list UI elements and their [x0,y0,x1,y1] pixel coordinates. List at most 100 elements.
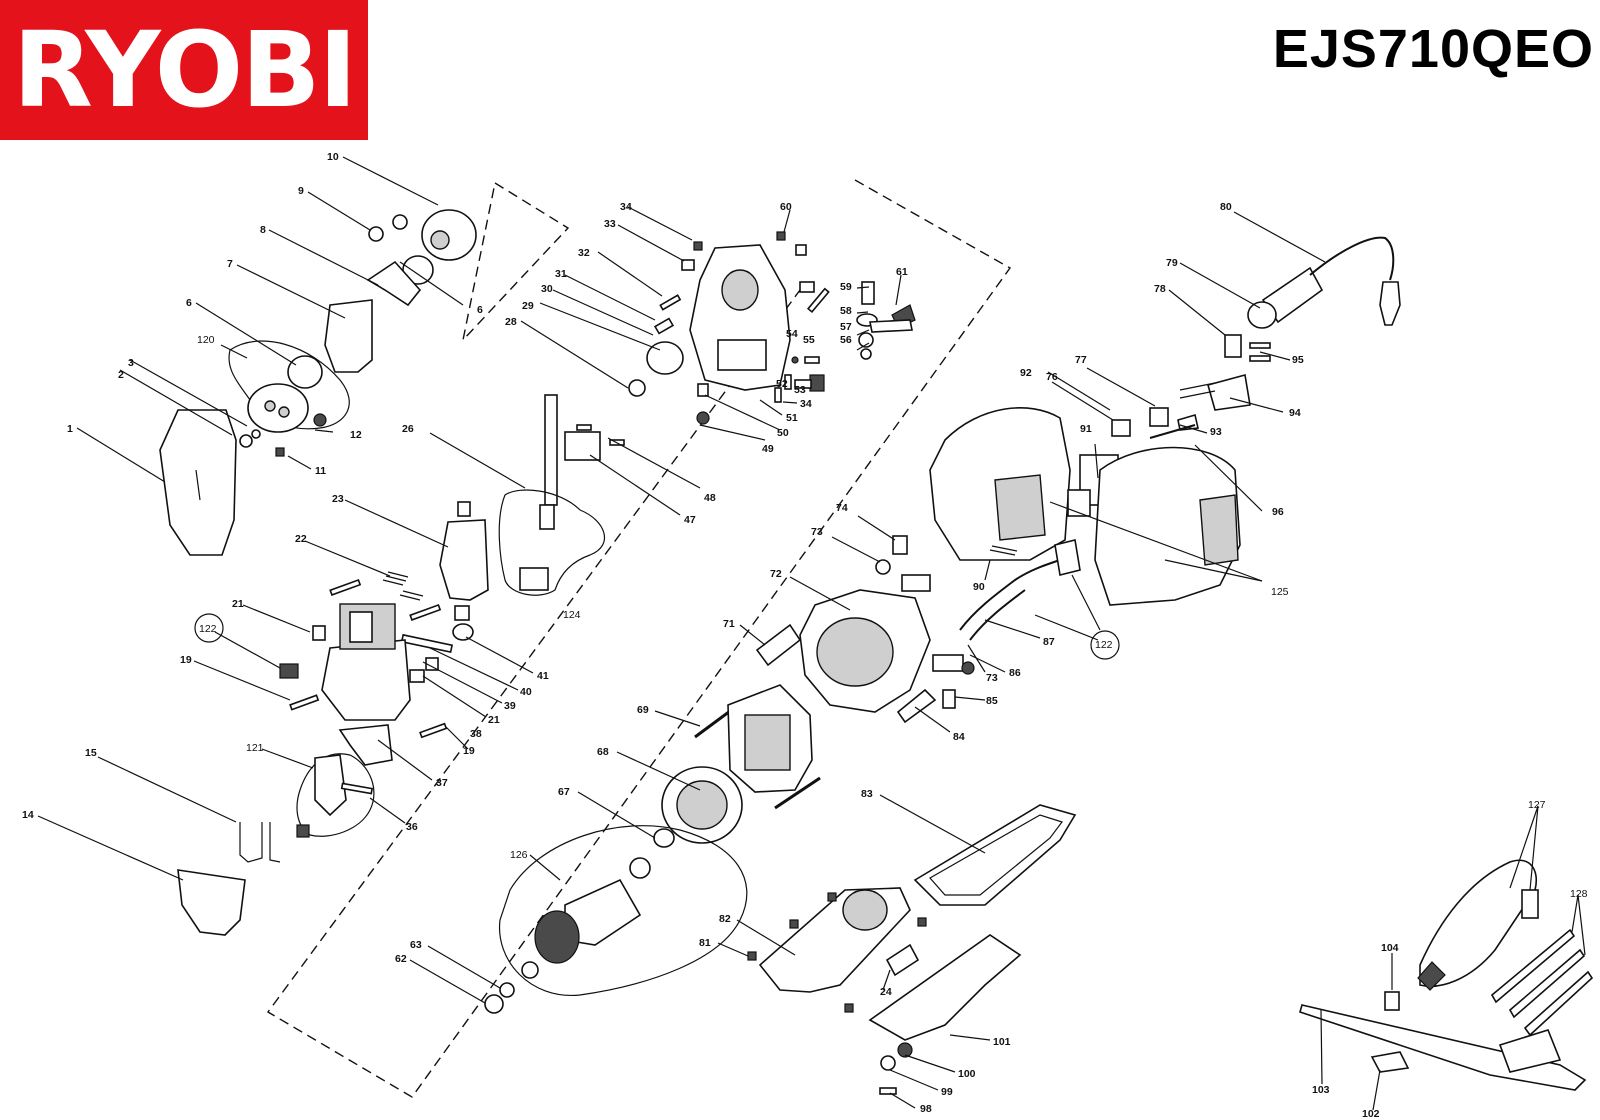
label-51: 51 [786,412,798,424]
label-68: 68 [597,746,609,758]
label-126: 126 [510,849,528,861]
part-125-shape [1094,446,1241,606]
label-28: 28 [505,316,517,328]
part-10-shape [421,209,477,261]
label-37: 37 [436,777,448,789]
label-122a: 122 [199,623,217,635]
label-2: 2 [118,369,124,381]
part-124-outline [498,489,605,596]
label-15: 15 [85,747,97,759]
part-group-motor [484,535,931,1014]
label-1: 1 [67,423,73,435]
label-87: 87 [1043,636,1055,648]
label-12: 12 [350,429,362,441]
label-94: 94 [1289,407,1301,419]
label-102: 102 [1362,1108,1380,1120]
label-36: 36 [406,821,418,833]
logo-text: RYOBI [12,9,357,131]
label-93: 93 [1210,426,1222,438]
label-33: 33 [604,218,616,230]
part-39-shape [321,639,411,721]
label-71: 71 [723,618,735,630]
label-103: 103 [1312,1084,1330,1096]
label-9: 9 [298,185,304,197]
label-99: 99 [941,1086,953,1098]
label-91: 91 [1080,423,1092,435]
label-40: 40 [520,686,532,698]
part-101-shape [868,934,1022,1041]
label-72: 72 [770,568,782,580]
label-122b: 122 [1095,639,1113,651]
label-14: 14 [22,809,34,821]
label-56: 56 [840,334,852,346]
label-60: 60 [780,201,792,213]
label-23: 23 [332,493,344,505]
label-26: 26 [402,423,414,435]
ryobi-logo: RYOBI [0,0,368,140]
label-73b: 73 [986,672,998,684]
label-128: 128 [1570,888,1588,900]
label-58: 58 [840,305,852,317]
label-84: 84 [953,731,965,743]
label-67: 67 [558,786,570,798]
part-83-shape [913,804,1077,906]
label-11: 11 [315,465,326,477]
label-50: 50 [777,427,789,439]
part-group-gearbox [177,603,448,936]
label-30: 30 [541,283,553,295]
label-63: 63 [410,939,422,951]
label-8: 8 [260,224,266,236]
label-49: 49 [762,443,774,455]
label-90: 90 [973,581,985,593]
label-77: 77 [1075,354,1087,366]
label-86: 86 [1009,667,1021,679]
model-number: EJS710QEO [1272,19,1594,79]
part-120-outline [228,340,350,430]
label-124: 124 [563,609,581,621]
label-121: 121 [246,742,264,754]
label-92: 92 [1020,367,1032,379]
label-61: 61 [896,266,908,278]
label-6b: 6 [477,304,483,316]
label-32: 32 [578,247,590,259]
label-104: 104 [1381,942,1399,954]
label-120: 120 [197,334,215,346]
part-group-base [747,804,1077,1095]
part-23-shape [439,519,489,601]
label-69: 69 [637,704,649,716]
label-100: 100 [958,1068,976,1080]
label-29: 29 [522,300,534,312]
part-group-blade [1299,859,1594,1091]
label-52: 52 [776,378,788,390]
label-10: 10 [327,151,339,163]
label-53: 53 [794,384,806,396]
label-73a: 73 [811,526,823,538]
label-80: 80 [1220,201,1232,213]
label-19b: 19 [463,745,475,757]
label-19a: 19 [180,654,192,666]
part-labels: 10 9 8 7 6 6 120 3 2 1 12 11 26 23 22 21… [22,151,1588,1120]
label-79: 79 [1166,257,1178,269]
label-74: 74 [836,502,848,514]
label-57: 57 [840,321,852,333]
part-126-outline [498,825,748,996]
callout-circle-122-left [194,613,224,643]
part-group-handle [896,236,1401,724]
label-98: 98 [920,1103,932,1115]
label-101: 101 [993,1036,1011,1048]
leader-lines [37,156,1586,1111]
label-6a: 6 [186,297,192,309]
label-76: 76 [1046,371,1058,383]
label-127: 127 [1528,799,1546,811]
label-7: 7 [227,258,233,270]
label-59: 59 [840,281,852,293]
label-31: 31 [555,268,567,280]
label-125: 125 [1271,586,1289,598]
label-34a: 34 [620,201,632,213]
label-48: 48 [704,492,716,504]
label-21a: 21 [232,598,244,610]
label-85: 85 [986,695,998,707]
part-group-left [159,209,477,556]
label-55: 55 [803,334,815,346]
